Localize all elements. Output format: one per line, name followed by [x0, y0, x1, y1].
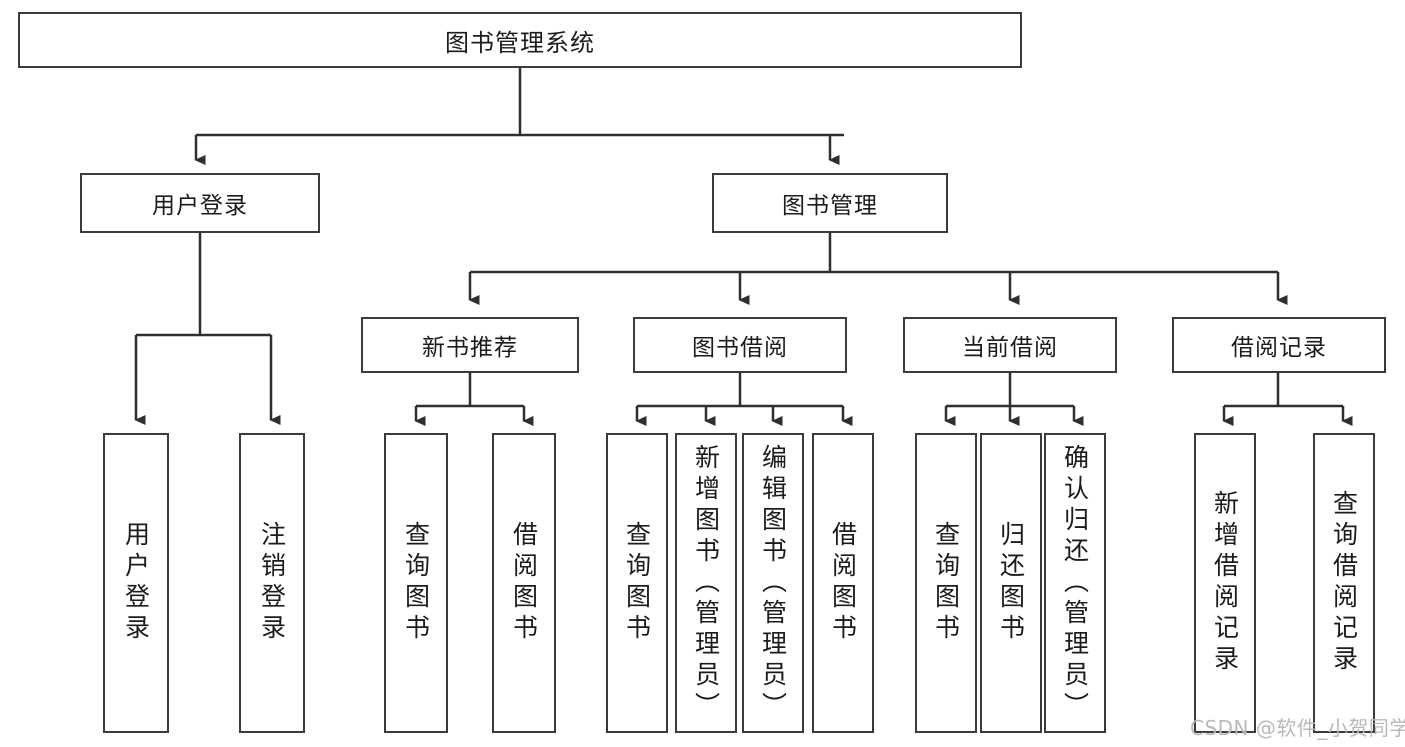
- leaf-currentborrow-confirm-return-label: 确认归还（管理员）: [1060, 443, 1090, 723]
- leaf-logout[interactable]: 注销登录: [239, 433, 305, 733]
- node-current-borrow-label: 当前借阅: [962, 335, 1058, 361]
- leaf-bookborrow-add-book-label: 新增图书（管理员）: [691, 443, 721, 723]
- node-book-management-label: 图书管理: [782, 193, 878, 219]
- node-book-management[interactable]: 图书管理: [712, 173, 948, 233]
- node-book-borrow[interactable]: 图书借阅: [633, 317, 847, 373]
- watermark: CSDN @软件_小贺同学: [1190, 716, 1405, 740]
- leaf-borrowrecord-add-record[interactable]: 新增借阅记录: [1194, 433, 1256, 733]
- leaf-currentborrow-confirm-return[interactable]: 确认归还（管理员）: [1044, 433, 1106, 733]
- leaf-bookborrow-edit-book[interactable]: 编辑图书（管理员）: [742, 433, 804, 733]
- leaf-borrowrecord-query-record[interactable]: 查询借阅记录: [1313, 433, 1375, 733]
- node-new-book-recommend-label: 新书推荐: [422, 335, 518, 361]
- node-user-login-label: 用户登录: [152, 193, 248, 219]
- node-book-borrow-label: 图书借阅: [692, 335, 788, 361]
- leaf-bookborrow-edit-book-label: 编辑图书（管理员）: [758, 443, 788, 723]
- leaf-user-login[interactable]: 用户登录: [103, 433, 169, 733]
- leaf-bookborrow-borrow-book[interactable]: 借阅图书: [812, 433, 874, 733]
- leaf-currentborrow-return-book[interactable]: 归还图书: [980, 433, 1042, 733]
- node-root-label: 图书管理系统: [445, 28, 595, 57]
- leaf-bookborrow-add-book[interactable]: 新增图书（管理员）: [675, 433, 737, 733]
- node-user-login[interactable]: 用户登录: [80, 173, 320, 233]
- leaf-newbook-borrow-book[interactable]: 借阅图书: [492, 433, 556, 733]
- leaf-bookborrow-query-book-label: 查询图书: [622, 521, 652, 645]
- leaf-bookborrow-query-book[interactable]: 查询图书: [606, 433, 668, 733]
- leaf-logout-label: 注销登录: [257, 521, 287, 645]
- leaf-currentborrow-query-book-label: 查询图书: [931, 521, 961, 645]
- node-root[interactable]: 图书管理系统: [18, 12, 1022, 68]
- leaf-newbook-query-book[interactable]: 查询图书: [384, 433, 448, 733]
- node-new-book-recommend[interactable]: 新书推荐: [361, 317, 579, 373]
- leaf-borrowrecord-query-record-label: 查询借阅记录: [1329, 490, 1359, 676]
- node-borrow-record[interactable]: 借阅记录: [1172, 317, 1386, 373]
- leaf-currentborrow-query-book[interactable]: 查询图书: [915, 433, 977, 733]
- leaf-user-login-label: 用户登录: [121, 521, 151, 645]
- leaf-currentborrow-return-book-label: 归还图书: [996, 521, 1026, 645]
- node-borrow-record-label: 借阅记录: [1231, 335, 1327, 361]
- leaf-newbook-borrow-book-label: 借阅图书: [509, 521, 539, 645]
- leaf-bookborrow-borrow-book-label: 借阅图书: [828, 521, 858, 645]
- node-current-borrow[interactable]: 当前借阅: [903, 317, 1117, 373]
- leaf-borrowrecord-add-record-label: 新增借阅记录: [1210, 490, 1240, 676]
- leaf-newbook-query-book-label: 查询图书: [401, 521, 431, 645]
